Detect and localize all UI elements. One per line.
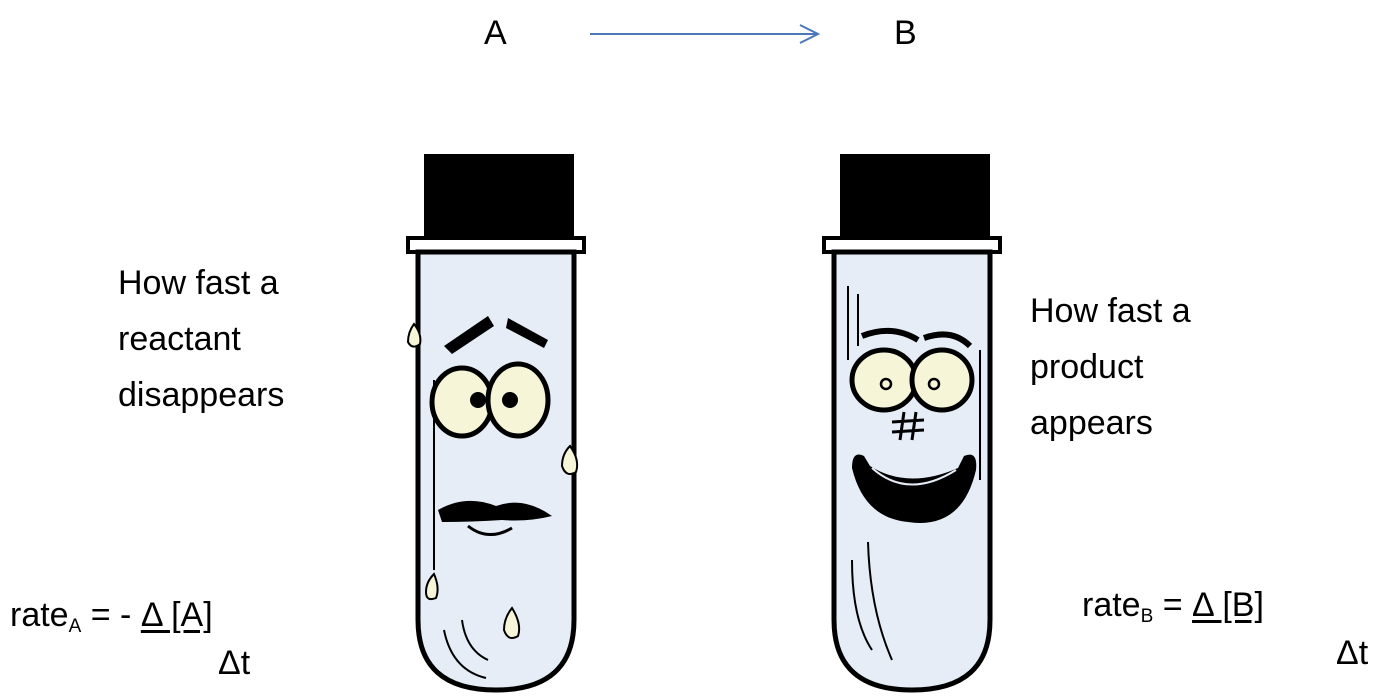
- reactant-caption: How fast a reactant disappears: [118, 262, 284, 430]
- product-caption-line: product: [1030, 346, 1191, 402]
- equals-sign: =: [91, 596, 111, 634]
- right-eye: [912, 350, 972, 410]
- product-label: B: [894, 12, 917, 55]
- rate-a-denominator: Δt: [218, 644, 250, 683]
- product-caption: How fast a product appears: [1030, 290, 1191, 458]
- reactant-caption-line: reactant: [118, 318, 284, 374]
- rate-a-subscript: A: [69, 616, 82, 637]
- rate-b-denominator: Δt: [1336, 634, 1368, 673]
- rate-b-subscript: B: [1141, 606, 1154, 627]
- rate-b-label: rate: [1082, 586, 1141, 624]
- product-caption-line: How fast a: [1030, 290, 1191, 346]
- reaction-arrow: [588, 22, 822, 46]
- negative-sign: -: [120, 596, 131, 634]
- rate-a-equation: rateA = - Δ [A]: [10, 596, 213, 638]
- reactant-caption-line: disappears: [118, 374, 284, 430]
- reactant-label: A: [484, 12, 507, 55]
- product-caption-line: appears: [1030, 402, 1191, 458]
- rate-a-numerator: Δ [A]: [141, 596, 213, 634]
- stopper: [424, 154, 574, 240]
- tube-body: [418, 252, 574, 690]
- rate-a-label: rate: [10, 596, 69, 634]
- worried-test-tube-illustration: [396, 150, 596, 696]
- rate-b-numerator: Δ [B]: [1192, 586, 1264, 624]
- reactant-caption-line: How fast a: [118, 262, 284, 318]
- stopper: [840, 154, 990, 240]
- rate-b-equation: rateB = Δ [B]: [1082, 586, 1264, 628]
- happy-test-tube-illustration: [812, 150, 1012, 696]
- equals-sign: =: [1163, 586, 1183, 624]
